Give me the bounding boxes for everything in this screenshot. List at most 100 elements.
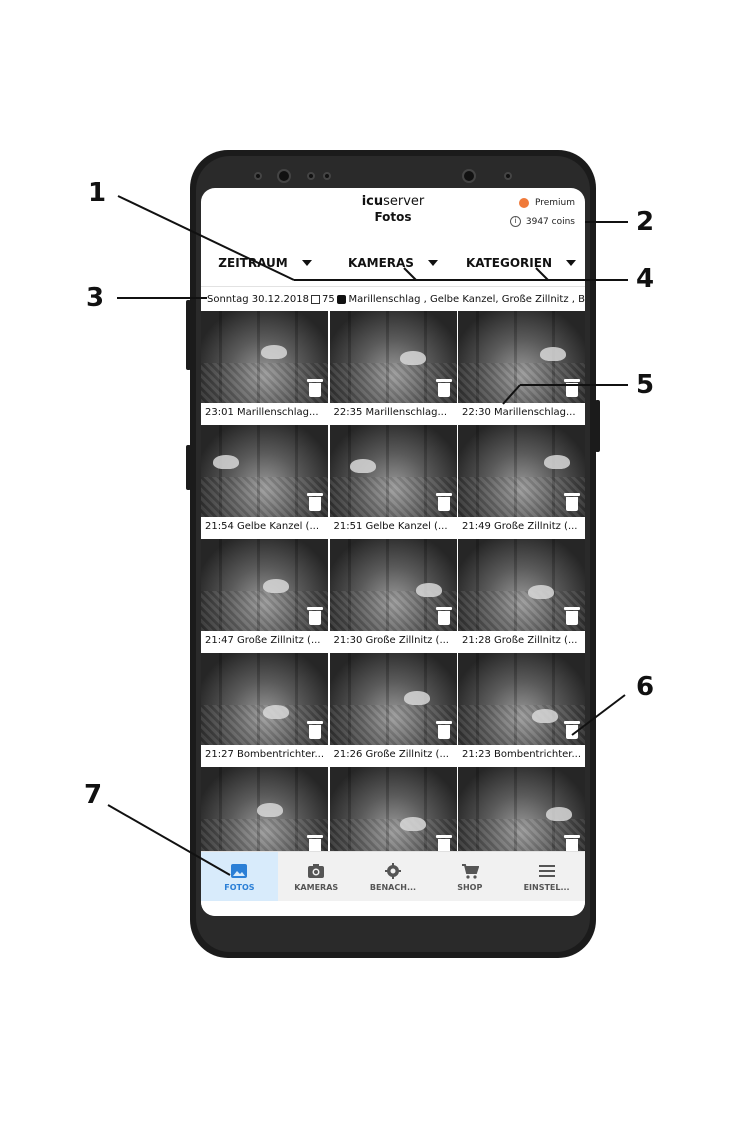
ground-texture bbox=[458, 363, 585, 403]
cart-icon bbox=[461, 863, 479, 879]
wildlife-figure bbox=[257, 803, 283, 817]
delete-trash-icon[interactable] bbox=[307, 721, 323, 739]
trash-lid bbox=[564, 721, 580, 724]
nav-shop[interactable]: SHOP bbox=[431, 852, 508, 902]
nav-label: FOTOS bbox=[224, 882, 255, 892]
photo-thumbnail[interactable] bbox=[458, 767, 585, 859]
coins-label: 3947 coins bbox=[525, 216, 575, 227]
delete-trash-icon[interactable] bbox=[307, 607, 323, 625]
photo-caption: 21:51 Gelbe Kanzel (... bbox=[329, 517, 457, 537]
wildlife-figure bbox=[415, 583, 442, 597]
delete-trash-icon[interactable] bbox=[307, 493, 323, 511]
photo-thumbnail[interactable] bbox=[458, 539, 585, 631]
photo-thumbnail[interactable] bbox=[201, 767, 328, 859]
delete-trash-icon[interactable] bbox=[435, 607, 452, 625]
delete-trash-icon[interactable] bbox=[435, 835, 452, 853]
filter-zeitraum[interactable]: ZEITRAUM bbox=[201, 240, 329, 286]
photo-caption: 21:27 Bombentrichter... bbox=[201, 745, 328, 765]
photo-tile[interactable]: 22:35 Marillenschlag... bbox=[329, 311, 457, 423]
dropdown-arrow-icon bbox=[427, 260, 438, 266]
trash-can bbox=[566, 839, 578, 853]
ground-texture bbox=[201, 363, 328, 403]
filter-kategorien[interactable]: KATEGORIEN bbox=[457, 240, 585, 286]
nav-kameras[interactable]: KAMERAS bbox=[278, 852, 355, 902]
filter-label: ZEITRAUM bbox=[218, 256, 288, 270]
delete-trash-icon[interactable] bbox=[564, 835, 580, 853]
trash-lid bbox=[435, 835, 452, 838]
trash-can bbox=[437, 839, 450, 853]
trash-lid bbox=[435, 607, 452, 610]
day-header: Sonntag 30.12.2018 75 Marillenschlag , G… bbox=[201, 288, 585, 310]
delete-trash-icon[interactable] bbox=[435, 493, 452, 511]
callout-2: 2 bbox=[636, 207, 655, 237]
ground-texture bbox=[458, 591, 585, 631]
delete-trash-icon[interactable] bbox=[307, 835, 323, 853]
trash-lid bbox=[307, 835, 323, 838]
nav-benachrichtigungen[interactable]: BENACH... bbox=[355, 852, 432, 902]
premium-badge[interactable]: Premium bbox=[518, 198, 575, 208]
photo-thumbnail[interactable] bbox=[329, 653, 457, 745]
system-bar bbox=[201, 901, 585, 916]
photo-thumbnail[interactable] bbox=[458, 311, 585, 403]
photo-thumbnail[interactable] bbox=[201, 311, 328, 403]
photo-thumbnail[interactable] bbox=[458, 425, 585, 517]
ground-texture bbox=[329, 591, 457, 631]
nav-label: SHOP bbox=[457, 882, 483, 892]
forest-texture bbox=[201, 653, 328, 745]
delete-trash-icon[interactable] bbox=[564, 379, 580, 397]
photo-thumbnail[interactable] bbox=[201, 539, 328, 631]
coins-balance[interactable]: i 3947 coins bbox=[509, 216, 575, 227]
filter-kameras[interactable]: KAMERAS bbox=[329, 240, 457, 286]
gear-icon bbox=[384, 862, 401, 879]
day-date: Sonntag 30.12.2018 bbox=[207, 293, 309, 305]
photo-tile[interactable]: 21:28 Große Zillnitz (... bbox=[458, 539, 585, 651]
photo-tile[interactable] bbox=[201, 767, 328, 879]
photo-thumbnail[interactable] bbox=[329, 425, 457, 517]
delete-trash-icon[interactable] bbox=[307, 379, 323, 397]
photo-count-icon bbox=[310, 294, 321, 304]
photo-tile[interactable]: 21:30 Große Zillnitz (... bbox=[329, 539, 457, 651]
nav-fotos[interactable]: FOTOS bbox=[201, 852, 278, 902]
photo-thumbnail[interactable] bbox=[329, 539, 457, 631]
ground-texture bbox=[201, 477, 328, 517]
delete-trash-icon[interactable] bbox=[564, 721, 580, 739]
trash-lid bbox=[564, 607, 580, 610]
photo-tile[interactable]: 21:51 Gelbe Kanzel (... bbox=[329, 425, 457, 537]
photo-caption: 21:28 Große Zillnitz (... bbox=[458, 631, 585, 651]
bottom-navigation: FOTOS KAMERAS BENACH... bbox=[201, 851, 585, 902]
delete-trash-icon[interactable] bbox=[435, 379, 452, 397]
photo-tile[interactable] bbox=[458, 767, 585, 879]
photo-tile[interactable]: 21:47 Große Zillnitz (... bbox=[201, 539, 328, 651]
photo-thumbnail[interactable] bbox=[201, 653, 328, 745]
nav-label: BENACH... bbox=[369, 882, 417, 892]
page-title: Fotos bbox=[374, 210, 412, 224]
photo-tile[interactable]: 21:54 Gelbe Kanzel (... bbox=[201, 425, 328, 537]
wildlife-figure bbox=[544, 455, 570, 469]
photo-tile[interactable]: 21:23 Bombentrichter... bbox=[458, 653, 585, 765]
photo-thumbnail[interactable] bbox=[458, 653, 585, 745]
forest-texture bbox=[329, 767, 457, 859]
wildlife-figure bbox=[399, 817, 426, 831]
wildlife-figure bbox=[532, 709, 558, 723]
delete-trash-icon[interactable] bbox=[435, 721, 452, 739]
app-header: icuserver Fotos Premium i 3947 coins bbox=[201, 188, 585, 238]
ground-texture bbox=[329, 477, 457, 517]
ground-texture bbox=[458, 705, 585, 745]
photo-tile[interactable]: 21:49 Große Zillnitz (... bbox=[458, 425, 585, 537]
photo-thumbnail[interactable] bbox=[329, 311, 457, 403]
photo-tile[interactable]: 21:26 Große Zillnitz (... bbox=[329, 653, 457, 765]
photo-tile[interactable]: 22:30 Marillenschlag... bbox=[458, 311, 585, 423]
delete-trash-icon[interactable] bbox=[564, 493, 580, 511]
phone-side-button-right bbox=[595, 400, 600, 452]
trash-can bbox=[566, 611, 578, 625]
trash-lid bbox=[564, 493, 580, 496]
filter-label: KAMERAS bbox=[348, 256, 414, 270]
photo-tile[interactable]: 23:01 Marillenschlag... bbox=[201, 311, 328, 423]
photo-thumbnail[interactable] bbox=[201, 425, 328, 517]
nav-einstellungen[interactable]: EINSTEL... bbox=[508, 852, 585, 902]
delete-trash-icon[interactable] bbox=[564, 607, 580, 625]
day-cameras: Marillenschlag , Gelbe Kanzel, Große Zil… bbox=[348, 293, 585, 305]
photo-caption: 23:01 Marillenschlag... bbox=[201, 403, 328, 423]
ground-texture bbox=[201, 591, 328, 631]
photo-tile[interactable]: 21:27 Bombentrichter... bbox=[201, 653, 328, 765]
